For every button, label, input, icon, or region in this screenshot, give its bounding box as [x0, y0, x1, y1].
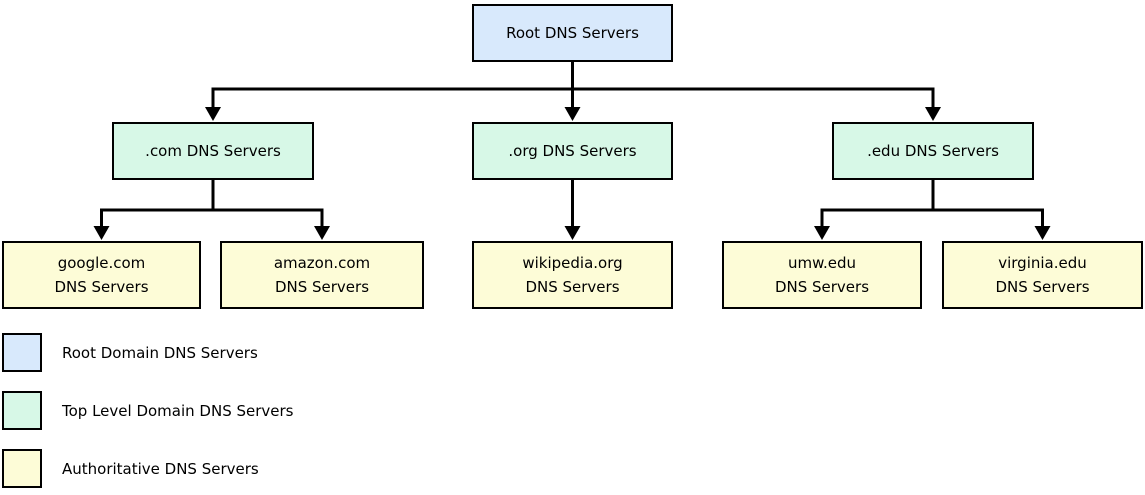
node-label: .org DNS Servers — [508, 142, 637, 160]
legend-item-top-level-domain: Top Level Domain DNS Servers — [2, 391, 293, 430]
node-edu-dns-servers: .edu DNS Servers — [832, 122, 1034, 180]
node-amazon-dns-servers: amazon.com DNS Servers — [220, 241, 424, 309]
edge-com-crossbar — [100, 208, 324, 227]
arrowhead-to-edu — [925, 107, 941, 121]
node-umw-dns-servers: umw.edu DNS Servers — [722, 241, 922, 309]
node-label-line2: DNS Servers — [525, 278, 620, 296]
node-org-dns-servers: .org DNS Servers — [472, 122, 673, 180]
legend-swatch-tld-icon — [2, 391, 42, 430]
arrowhead-to-google — [93, 226, 110, 240]
node-google-dns-servers: google.com DNS Servers — [2, 241, 201, 309]
node-label-line2: DNS Servers — [274, 278, 370, 296]
node-label-line1: amazon.com — [273, 254, 371, 272]
node-label: .edu DNS Servers — [867, 142, 999, 160]
node-label-line2: DNS Servers — [54, 278, 149, 296]
node-virginia-dns-servers: virginia.edu DNS Servers — [942, 241, 1143, 309]
legend-item-root-domain: Root Domain DNS Servers — [2, 333, 258, 372]
node-label-line1: umw.edu — [787, 254, 857, 272]
node-label-line1: google.com — [57, 254, 146, 272]
node-label-line2: DNS Servers — [995, 278, 1090, 296]
node-root-dns-servers: Root DNS Servers — [472, 4, 673, 62]
node-com-dns-servers: .com DNS Servers — [112, 122, 314, 180]
node-label: Root DNS Servers — [506, 24, 639, 42]
legend-label-auth: Authoritative DNS Servers — [62, 459, 259, 478]
node-label-line1: wikipedia.org — [522, 254, 623, 272]
legend-swatch-root-icon — [2, 333, 42, 372]
edge-edu-crossbar — [820, 208, 1044, 227]
legend-item-authoritative: Authoritative DNS Servers — [2, 449, 259, 488]
node-label-line1: virginia.edu — [998, 254, 1087, 272]
legend-swatch-auth-icon — [2, 449, 42, 488]
node-wikipedia-dns-servers: wikipedia.org DNS Servers — [472, 241, 673, 309]
arrowhead-to-org — [564, 107, 581, 121]
node-label: .com DNS Servers — [145, 142, 281, 160]
arrowhead-to-umw — [814, 226, 830, 240]
node-label-line2: DNS Servers — [774, 278, 870, 296]
edge-root-crossbar — [211, 87, 935, 108]
arrowhead-to-wikipedia — [564, 226, 581, 240]
arrowhead-to-amazon — [314, 226, 330, 240]
arrowhead-to-com — [205, 107, 221, 121]
arrowhead-to-virginia — [1034, 226, 1051, 240]
legend-label-root: Root Domain DNS Servers — [62, 343, 258, 362]
legend-label-tld: Top Level Domain DNS Servers — [62, 401, 294, 420]
